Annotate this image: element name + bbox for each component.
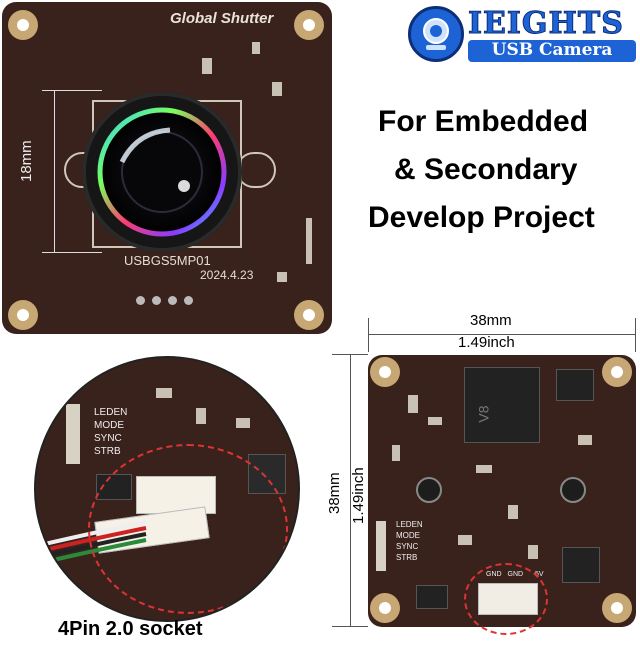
- smd-component: [528, 545, 538, 559]
- dimension-tick: [42, 90, 102, 91]
- height-mm-label: 38mm: [326, 472, 343, 514]
- smd-component: [508, 505, 518, 519]
- screw-hole: [560, 477, 586, 503]
- back-board: V8 LEDEN MODE SYNC STRB GND GND 5V: [368, 355, 636, 635]
- height-inch-label: 1.49inch: [350, 467, 367, 524]
- height-dimension-tick: [332, 626, 368, 627]
- smd-component: [458, 535, 472, 545]
- mounting-hole: [370, 593, 400, 623]
- width-dimension-tick: [368, 318, 369, 352]
- brand-logo: IEIGHTS USB Camera: [408, 6, 636, 64]
- pin-label: LEDEN: [396, 520, 423, 529]
- smd-component: [277, 272, 287, 282]
- smd-component: [392, 445, 400, 461]
- smd-component: [196, 408, 206, 424]
- headline-line-1: For Embedded: [378, 105, 589, 138]
- zoom-highlight: [88, 444, 288, 614]
- smd-component: [476, 465, 492, 473]
- chip-label: V8: [475, 405, 492, 423]
- secondary-chip: [556, 369, 594, 401]
- smd-component: [202, 58, 212, 74]
- date-label: 2024.4.23: [200, 268, 254, 282]
- zoom-pin-header: [66, 404, 80, 464]
- width-mm-label: 38mm: [470, 312, 512, 329]
- zoom-pin-label: LEDEN: [94, 407, 128, 418]
- width-dimension-line: [368, 334, 636, 335]
- pin-label: STRB: [396, 553, 418, 562]
- smd-component: [252, 42, 260, 54]
- zoom-pin-label-list: LEDEN MODE SYNC STRB: [94, 406, 127, 458]
- pin-label: MODE: [396, 531, 420, 540]
- main-chip: V8: [464, 367, 540, 443]
- socket-pin-label: 5V: [535, 571, 544, 578]
- mounting-hole: [294, 300, 324, 330]
- board-title: Global Shutter: [170, 10, 274, 27]
- camera-icon: [408, 6, 464, 62]
- mounting-hole: [8, 10, 38, 40]
- smd-component: [272, 82, 282, 96]
- headline-line-2: & Secondary: [394, 153, 578, 186]
- height-dimension-line: [350, 354, 351, 626]
- zoom-pin-label: STRB: [94, 446, 121, 457]
- camera-lens: [82, 92, 242, 252]
- mounting-hole: [8, 300, 38, 330]
- width-inch-label: 1.49inch: [458, 334, 515, 351]
- zoom-pin-label: MODE: [94, 420, 124, 431]
- mounting-hole: [370, 357, 400, 387]
- lens-mount-ear: [236, 152, 276, 188]
- width-dimension-tick: [635, 318, 636, 352]
- model-label: USBGS5MP01: [124, 253, 211, 268]
- pin-label: SYNC: [396, 542, 419, 551]
- zoom-pin-label: SYNC: [94, 433, 122, 444]
- smd-component: [578, 435, 592, 445]
- pin-header: [376, 521, 386, 571]
- mounting-hole: [294, 10, 324, 40]
- small-ic: [416, 585, 448, 609]
- mounting-hole: [602, 593, 632, 623]
- pin-row: [136, 296, 196, 306]
- dimension-tick: [42, 252, 102, 253]
- mounting-hole: [602, 357, 632, 387]
- brand-subtitle: USB Camera: [468, 40, 636, 62]
- screw-hole: [416, 477, 442, 503]
- front-board: Global Shutter: [2, 2, 332, 334]
- socket-highlight: [464, 563, 548, 635]
- dimension-label: 18mm: [18, 140, 35, 182]
- height-dimension-tick: [332, 354, 368, 355]
- brand-name: IEIGHTS: [468, 6, 624, 42]
- smd-component: [236, 418, 250, 428]
- socket-caption: 4Pin 2.0 socket: [58, 618, 203, 640]
- pin-label-list: LEDEN MODE SYNC STRB: [396, 519, 423, 563]
- dimension-line: [54, 90, 55, 252]
- smd-component: [408, 395, 418, 413]
- headline-line-3: Develop Project: [368, 201, 595, 234]
- smd-component: [156, 388, 172, 398]
- regulator-chip: [562, 547, 600, 583]
- smd-component: [428, 417, 442, 425]
- zoom-view: LEDEN MODE SYNC STRB: [34, 356, 300, 622]
- smd-component: [306, 218, 312, 264]
